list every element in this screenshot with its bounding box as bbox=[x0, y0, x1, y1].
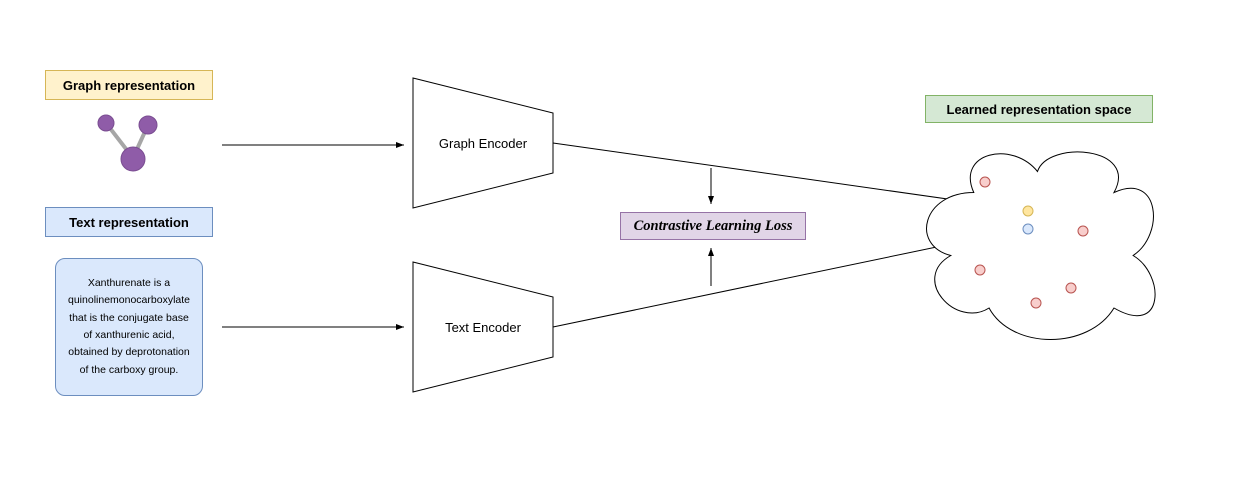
text-description-content: Xanthurenate is a quinolinemonocarboxyla… bbox=[68, 277, 190, 376]
molecule-graph-icon bbox=[97, 114, 158, 172]
representation-space-cloud bbox=[926, 151, 1156, 340]
contrastive-loss-label: Contrastive Learning Loss bbox=[633, 217, 793, 234]
molecule-node bbox=[138, 115, 158, 135]
embedding-dot-red bbox=[979, 176, 991, 188]
text-encoder-label: Text Encoder bbox=[445, 320, 522, 335]
embedding-dots-group bbox=[974, 176, 1089, 309]
arrow-graph-encoder-to-space bbox=[552, 142, 1019, 211]
embedding-dot-blue bbox=[1022, 223, 1034, 235]
text-description-box: Xanthurenate is a quinolinemonocarboxyla… bbox=[55, 258, 203, 396]
graph-encoder-node: Graph Encoder bbox=[412, 77, 554, 209]
text-encoder-node: Text Encoder bbox=[412, 261, 554, 393]
embedding-dot-red bbox=[1077, 225, 1089, 237]
molecule-node bbox=[120, 146, 146, 172]
graph-representation-label-text: Graph representation bbox=[62, 77, 196, 93]
embedding-dot-red bbox=[1030, 297, 1042, 309]
molecule-node bbox=[97, 114, 115, 132]
text-encoder-shape bbox=[412, 261, 554, 393]
graph-representation-label: Graph representation bbox=[45, 70, 213, 100]
graph-encoder-label: Graph Encoder bbox=[439, 136, 528, 151]
learned-space-label: Learned representation space bbox=[925, 95, 1153, 123]
embedding-dot-yellow bbox=[1022, 205, 1034, 217]
graph-encoder-shape bbox=[412, 77, 554, 209]
text-representation-label: Text representation bbox=[45, 207, 213, 237]
text-representation-label-text: Text representation bbox=[69, 214, 189, 230]
learned-space-label-text: Learned representation space bbox=[946, 101, 1132, 117]
embedding-dot-red bbox=[974, 264, 986, 276]
embedding-dot-red bbox=[1065, 282, 1077, 294]
contrastive-loss-node: Contrastive Learning Loss bbox=[620, 212, 806, 240]
